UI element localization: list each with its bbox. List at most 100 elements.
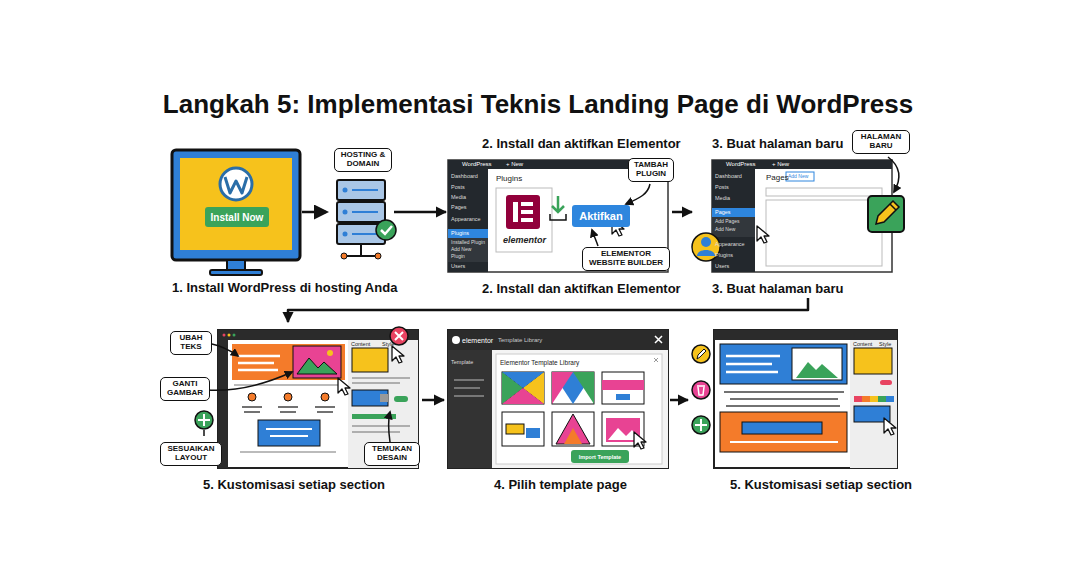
ui-label: Add Pages [715, 219, 739, 224]
pages-screenshot-part [888, 157, 899, 192]
plugins-screenshot-part [550, 214, 566, 220]
editor-screenshot-part [228, 334, 231, 337]
template-library-screenshot-part [502, 372, 544, 404]
callout-box: SESUAIKAN LAYOUT [160, 442, 222, 466]
editor-screenshot-part [796, 362, 838, 378]
ui-label: Users [715, 264, 729, 270]
editor-screenshot-part [208, 343, 238, 356]
plugins-screenshot-part [448, 238, 488, 262]
template-library-screenshot-part [448, 330, 668, 468]
editor-screenshot-part [862, 396, 870, 402]
pages-screenshot-part [712, 160, 892, 169]
server-figure-part [346, 244, 376, 256]
step-caption: 1. Install WordPress di hosting Anda [172, 280, 397, 295]
server-figure-part [343, 210, 348, 215]
ui-label: Content [351, 342, 370, 348]
callout-label: HOSTING & DOMAIN [338, 151, 388, 169]
pages-screenshot-part [712, 208, 755, 217]
ui-label: elementor [503, 236, 546, 245]
step-heading: 2. Install dan aktifkan Elementor [482, 136, 681, 151]
template-library-screenshot-part [634, 432, 646, 449]
server-figure-part [341, 253, 347, 259]
editor-screenshot-part [198, 414, 210, 426]
plugins-screenshot-part [448, 169, 488, 272]
template-library-screenshot-part [654, 358, 658, 362]
ui-label: Template [451, 360, 473, 366]
server-figure-part [375, 253, 381, 259]
template-library-screenshot-part [552, 372, 573, 404]
flow-arrow [288, 298, 808, 322]
ui-label: Pages [451, 205, 467, 211]
editor-screenshot-part [726, 356, 780, 372]
ui-label: Users [451, 264, 465, 270]
editor-screenshot-part [284, 393, 292, 401]
editor-screenshot-part [695, 419, 707, 431]
ui-label: Media [715, 196, 730, 202]
ui-label: Installed Plugin [451, 240, 485, 245]
ui-button: Aktifkan [572, 205, 630, 227]
plugins-screenshot-part [521, 218, 533, 222]
editor-screenshot-part [233, 334, 236, 337]
ui-label: Add New [788, 174, 808, 179]
editor-screenshot-part [203, 430, 205, 436]
pages-screenshot [692, 157, 904, 272]
template-library-screenshot [448, 330, 668, 468]
template-library-screenshot-part [526, 428, 540, 438]
callout-label: HALAMAN BARU [856, 133, 906, 151]
editor-screenshot-part [327, 350, 333, 356]
editor-screenshot-part [321, 393, 329, 401]
template-library-screenshot-part [452, 336, 460, 344]
ui-label: Dashboard [715, 174, 742, 180]
template-library-screenshot-part [602, 380, 644, 390]
editor-screenshot-part [293, 346, 341, 378]
template-library-screenshot-part [506, 424, 524, 434]
editor-screenshot-part [692, 345, 710, 363]
step-panel: 2. Install dan aktifkan Elementor2. Inst… [446, 132, 672, 298]
ui-label: Appearance [451, 217, 481, 223]
step-panel: 5. Kustomisasi setiap sectionUBAH TEKSGA… [160, 322, 422, 496]
ui-label: Posts [451, 185, 465, 191]
pages-screenshot-part [868, 196, 904, 232]
editor-screenshot-part [352, 348, 388, 372]
flow-arrow [670, 399, 688, 402]
step-panel: 5. Kustomisasi setiap section [688, 328, 902, 496]
pages-screenshot-part [786, 172, 814, 181]
pages-screenshot-part [876, 201, 899, 224]
server-figure-part [352, 190, 378, 234]
ui-button: Install Now [205, 207, 269, 227]
plugins-screenshot-part [626, 184, 650, 204]
template-library-screenshot-part [616, 394, 630, 400]
template-library-screenshot-part [502, 388, 544, 404]
template-library-screenshot-part [602, 372, 644, 404]
template-library-screenshot-part [564, 428, 582, 444]
callout-label: UBAH TEKS [174, 334, 208, 352]
template-library-screenshot-part [496, 354, 662, 464]
ui-label: + New [506, 161, 523, 167]
callout-box: UBAH TEKS [170, 331, 212, 355]
server-figure [337, 180, 396, 259]
template-library-screenshot-part [502, 412, 544, 446]
pages-screenshot-part [890, 204, 896, 210]
ui-button: Import Template [571, 450, 629, 463]
editor-screenshot-part [884, 418, 896, 435]
monitor-figure-part [172, 150, 300, 260]
flow-arrow [672, 211, 692, 214]
callout-label: ELEMENTOR WEBSITE BUILDER [586, 250, 666, 268]
monitor-figure-part [180, 158, 292, 250]
ui-label: Add New [715, 227, 735, 232]
editor-screenshot-part [692, 416, 710, 434]
pages-screenshot-part [701, 237, 711, 247]
editor-screenshot-part [720, 344, 847, 384]
editor-screenshot-part [886, 396, 894, 402]
callout-box: GANTI GAMBAR [160, 377, 210, 401]
step-caption: 5. Kustomisasi setiap section [730, 477, 912, 492]
pages-screenshot-part [766, 200, 882, 266]
editor-screenshot-part [854, 348, 892, 374]
editor-screenshot-part [720, 412, 847, 452]
ui-label: Media [451, 195, 466, 201]
plugins-screenshot-part [448, 229, 488, 238]
template-library-screenshot-part [655, 336, 662, 343]
ui-label: + New [772, 161, 789, 167]
button-label: Import Template [579, 454, 621, 460]
ui-label: Appearance [715, 242, 745, 248]
